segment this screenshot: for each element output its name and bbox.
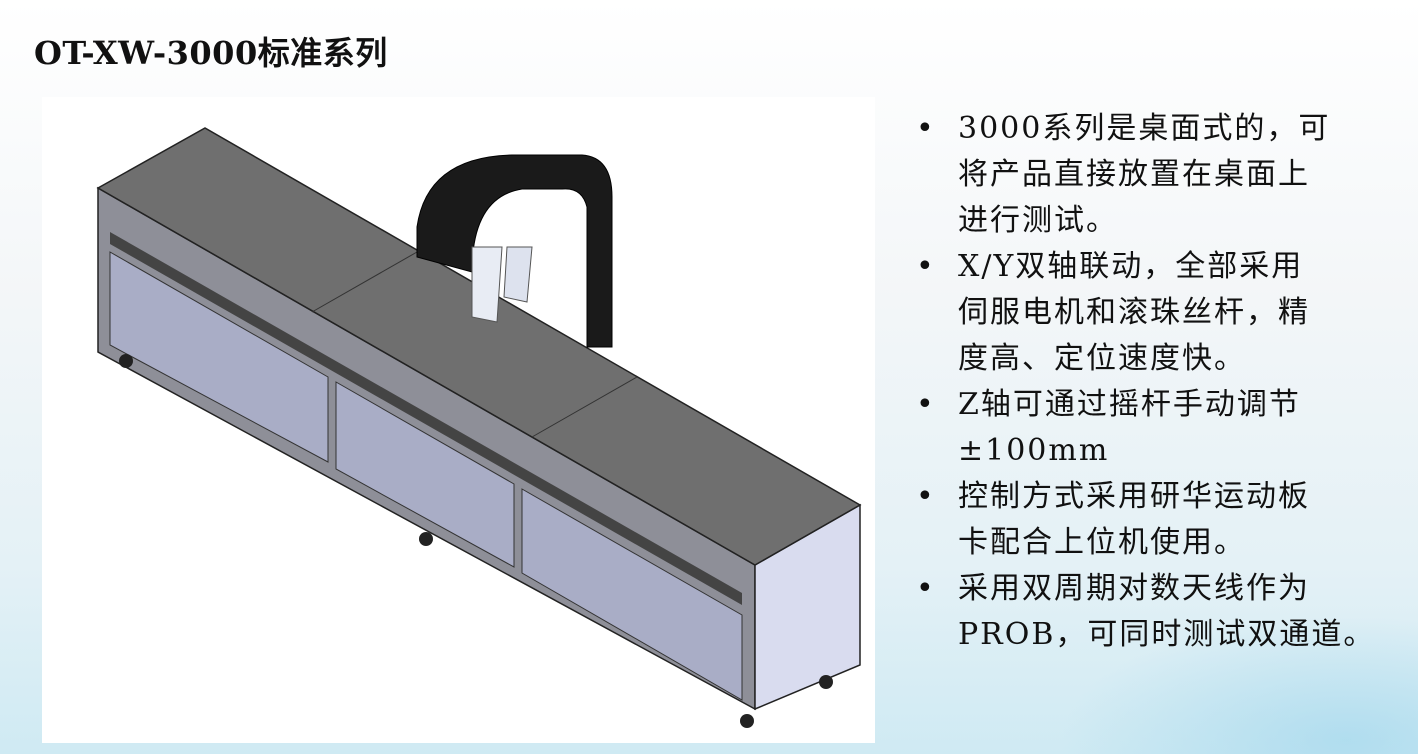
feature-line: PROB，可同时测试双通道。 (958, 617, 1376, 652)
feature-line: 伺服电机和滚珠丝杆，精 (958, 295, 1310, 330)
feature-line: 度高、定位速度快。 (958, 341, 1246, 376)
gantry-arch (416, 154, 613, 348)
feature-line: 控制方式采用研华运动板 (958, 479, 1310, 514)
bullet-dot: • (916, 479, 936, 514)
feature-line: 采用双周期对数天线作为 (958, 571, 1310, 606)
feature-line: ±100mm (958, 433, 1110, 468)
slide-title: OT-XW-3000标准系列 (34, 34, 388, 72)
table-top (96, 127, 862, 566)
background-decoration (1058, 614, 1418, 754)
feature-line: X/Y双轴联动，全部采用 (958, 249, 1304, 284)
panel-1 (109, 251, 329, 463)
feature-line: Z轴可通过摇杆手动调节 (958, 387, 1301, 422)
feature-item: • 采用双周期对数天线作为 PROB，可同时测试双通道。 (912, 566, 1412, 658)
top-seam-1 (311, 251, 418, 313)
panel-2 (335, 381, 515, 568)
feature-line: 进行测试。 (958, 203, 1118, 238)
caster (740, 714, 754, 728)
antenna-probe-2 (503, 246, 533, 303)
caster (419, 532, 433, 546)
bullet-dot: • (916, 249, 936, 284)
caster (119, 354, 133, 368)
machine-illustration (42, 97, 875, 743)
feature-line: 将产品直接放置在桌面上 (958, 157, 1310, 192)
caster (819, 675, 833, 689)
top-seam-2 (531, 376, 638, 438)
feature-line: 卡配合上位机使用。 (958, 525, 1246, 560)
bullet-dot: • (916, 571, 936, 606)
rail (110, 232, 742, 605)
feature-item: • X/Y双轴联动，全部采用伺服电机和滚珠丝杆，精度高、定位速度快。 (912, 244, 1412, 382)
panel-3 (521, 488, 743, 701)
bullet-dot: • (916, 387, 936, 422)
feature-item: • Z轴可通过摇杆手动调节 ±100mm (912, 382, 1412, 474)
bullet-dot: • (916, 111, 936, 146)
feature-list: • 3000系列是桌面式的，可将产品直接放置在桌面上进行测试。 • X/Y双轴联动，… (912, 106, 1412, 658)
feature-item: • 控制方式采用研华运动板卡配合上位机使用。 (912, 474, 1412, 566)
feature-line: 3000系列是桌面式的，可 (958, 111, 1331, 146)
machine-drawing (96, 127, 862, 728)
antenna-probe (471, 246, 503, 323)
feature-item: • 3000系列是桌面式的，可将产品直接放置在桌面上进行测试。 (912, 106, 1412, 244)
